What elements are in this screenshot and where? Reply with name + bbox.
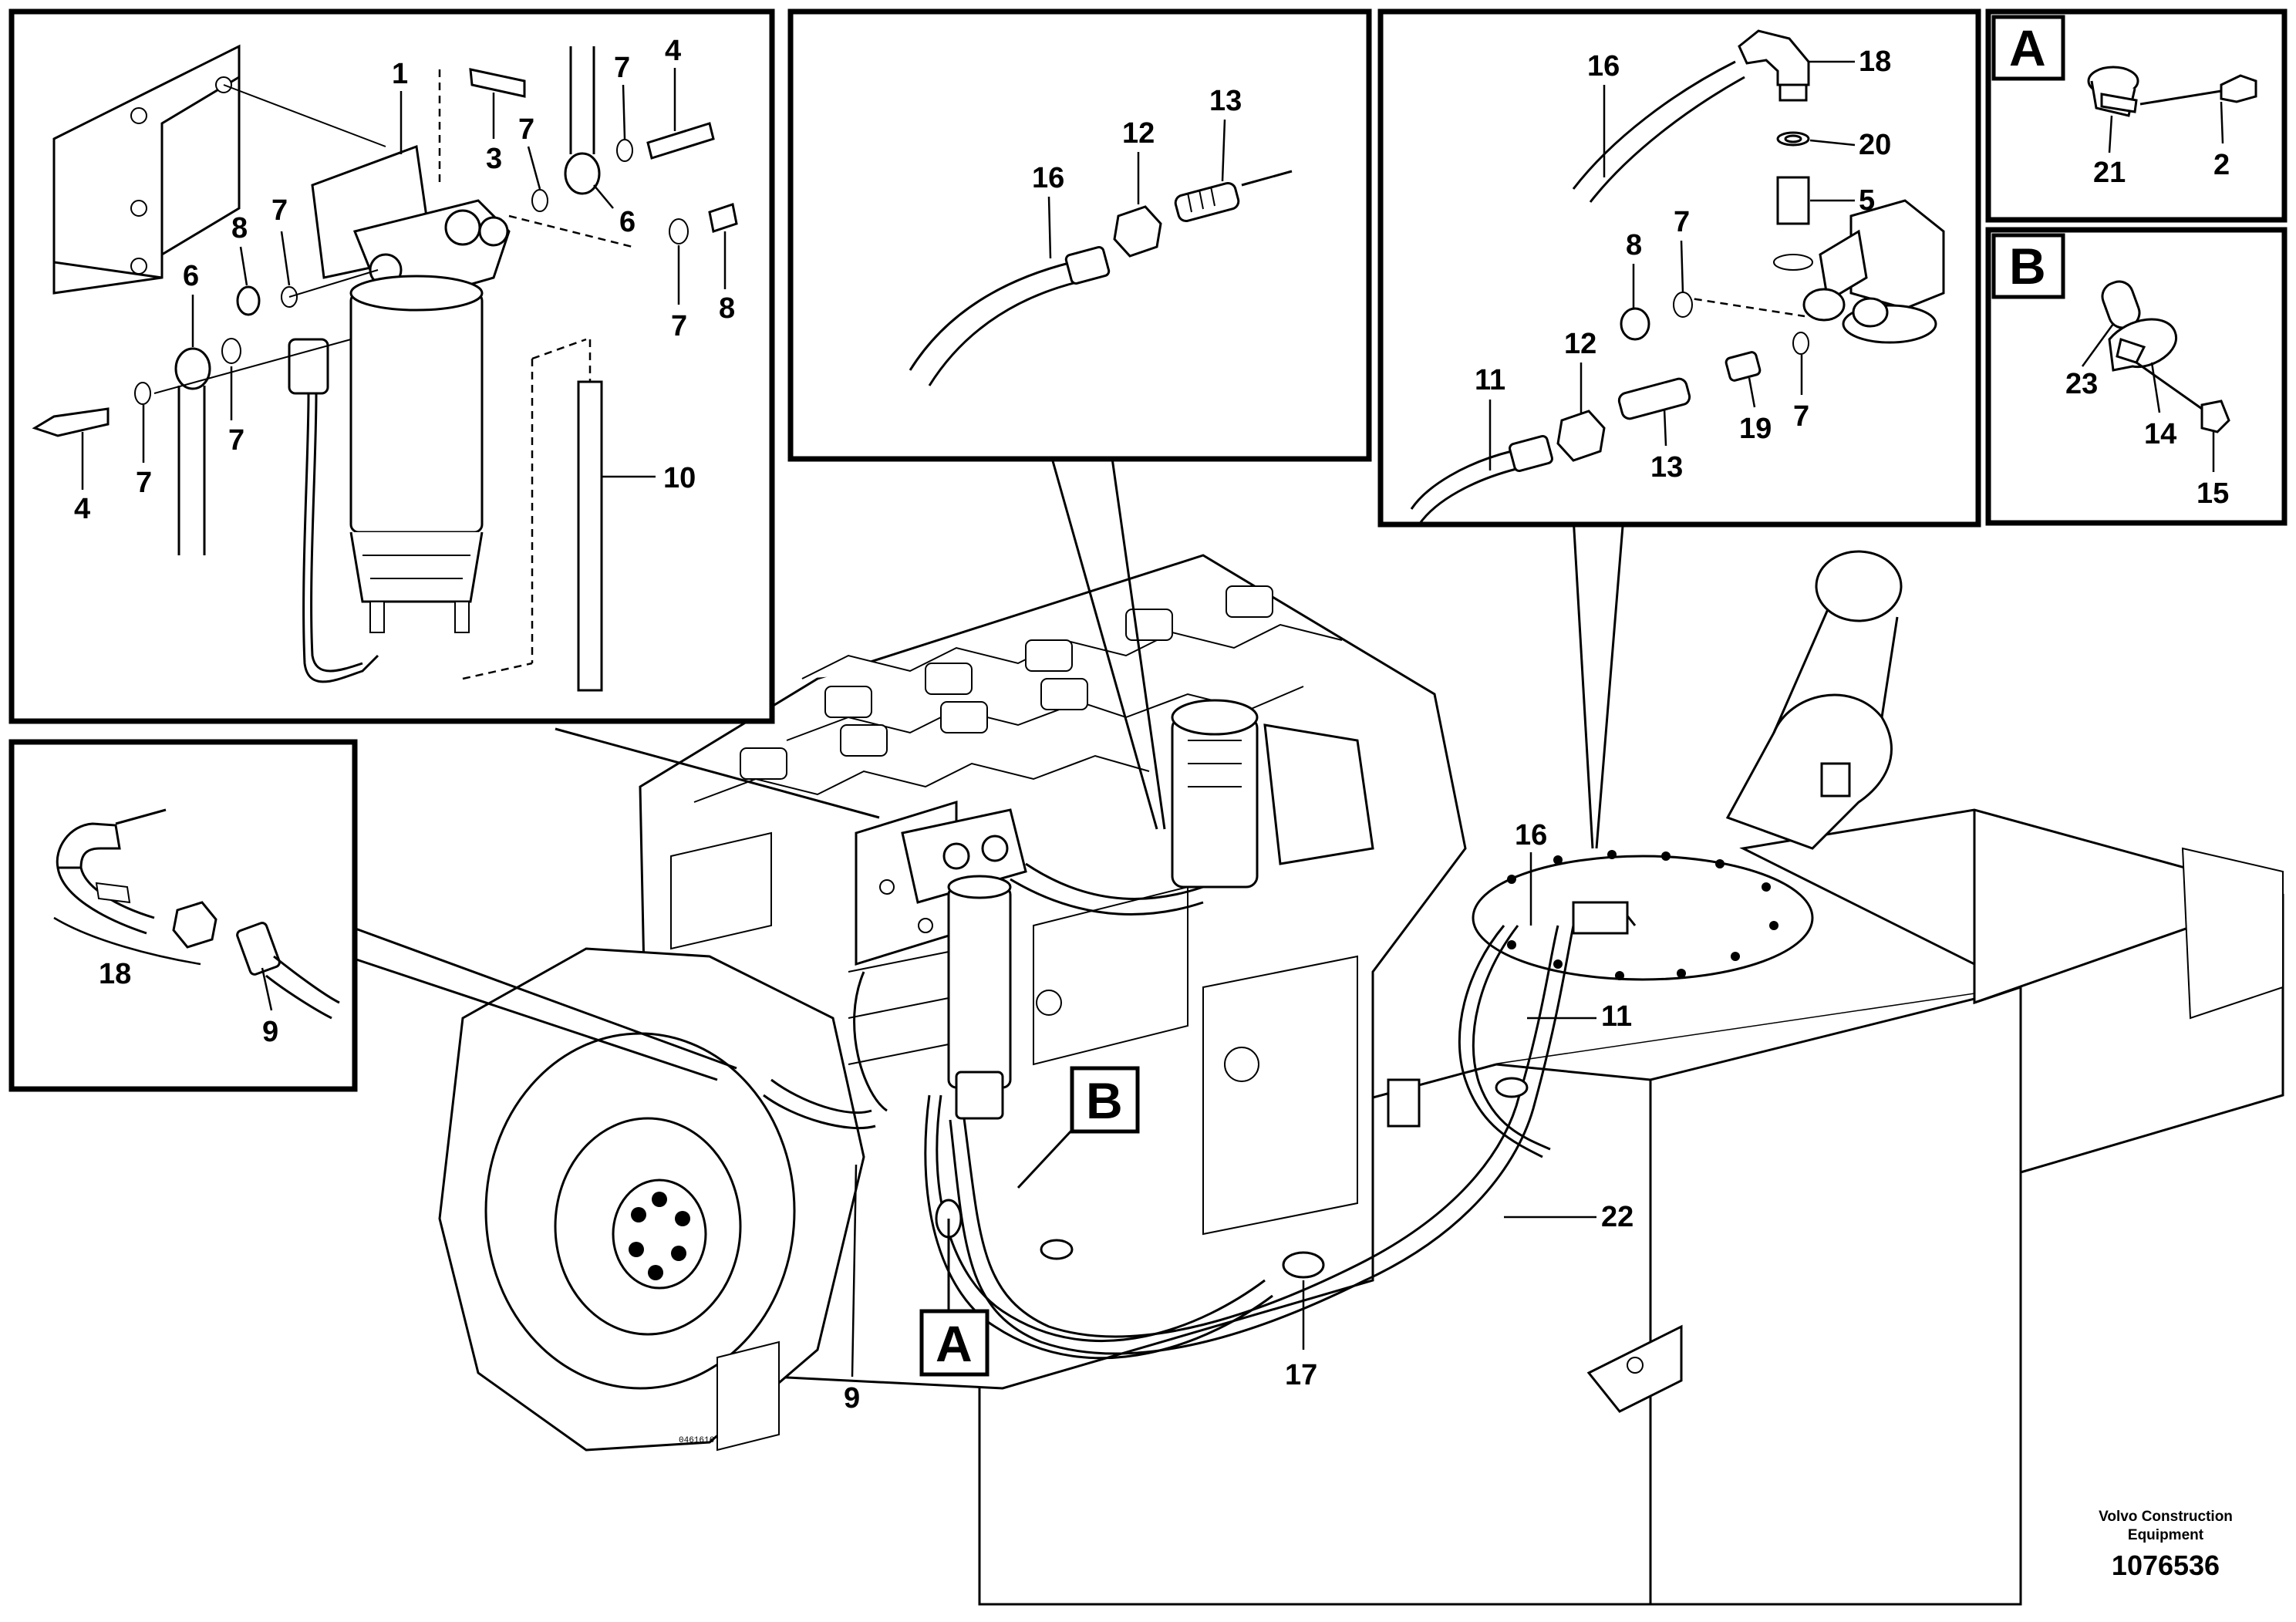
callout-tank-16: 16 xyxy=(1587,50,1620,83)
detail-box-a: A 21 2 xyxy=(1985,8,2288,223)
callout-tank-7a: 7 xyxy=(1674,206,1690,238)
callout-b-14: 14 xyxy=(2144,418,2176,450)
callout-tank-7b: 7 xyxy=(1793,400,1809,433)
company-line1: Volvo Construction xyxy=(2099,1509,2233,1525)
detail-box-b: B 23 14 15 xyxy=(1985,227,2288,526)
callout-filter-7e: 7 xyxy=(671,310,687,342)
callout-elbow-9: 9 xyxy=(262,1016,278,1048)
detail-box-elbow: 18 9 xyxy=(8,739,737,1092)
callout-main-17: 17 xyxy=(1285,1359,1317,1391)
engine-fuel-filter xyxy=(855,800,1027,1120)
callout-filter-10: 10 xyxy=(663,462,696,494)
marker-b-label: B xyxy=(1086,1072,1123,1129)
drawing-number: 1076536 xyxy=(2112,1549,2220,1581)
callout-main-9: 9 xyxy=(844,1382,860,1415)
callout-filter-1: 1 xyxy=(392,58,408,90)
callout-tank-8: 8 xyxy=(1626,229,1642,261)
callout-filter-6b: 6 xyxy=(183,260,199,292)
detail-box-fitting: 16 12 13 xyxy=(787,8,1372,830)
callout-filter-7b: 7 xyxy=(614,52,630,84)
company-line2: Equipment xyxy=(2128,1527,2204,1543)
callout-elbow-18: 18 xyxy=(99,958,131,990)
callout-filter-8b: 8 xyxy=(719,292,735,325)
callout-filter-3: 3 xyxy=(486,143,502,175)
main-assembly: 0461616 xyxy=(438,550,2284,1606)
callout-filter-7f: 7 xyxy=(136,467,152,499)
callout-a-21: 21 xyxy=(2093,157,2126,189)
callout-tank-20: 20 xyxy=(1859,129,1891,161)
flywheel-housing: 0461616 xyxy=(438,947,865,1452)
detail-box-tank: 16 18 20 5 8 7 11 12 13 19 7 xyxy=(1377,8,1981,849)
callout-fitting-12: 12 xyxy=(1122,117,1155,150)
footer: Volvo Construction Equipment 1076536 xyxy=(2099,1509,2233,1581)
callout-b-23: 23 xyxy=(2065,368,2098,400)
detail-b-title: B xyxy=(2009,238,2046,295)
callout-fitting-13: 13 xyxy=(1209,85,1242,117)
serial-mark: 0461616 xyxy=(679,1436,714,1445)
callout-filter-4b: 4 xyxy=(74,493,90,525)
fuel-hoses xyxy=(763,862,1637,1360)
callout-fitting-16: 16 xyxy=(1032,162,1064,194)
callout-main-11: 11 xyxy=(1601,1000,1632,1033)
callout-tank-18: 18 xyxy=(1859,46,1891,78)
callout-tank-11: 11 xyxy=(1475,364,1505,396)
callout-tank-12: 12 xyxy=(1564,328,1596,360)
detail-a-title: A xyxy=(2009,19,2046,76)
callout-filter-7a: 7 xyxy=(518,113,534,146)
callout-filter-7c: 7 xyxy=(271,194,288,227)
callout-main-22: 22 xyxy=(1601,1201,1633,1233)
main-detail-marker-b: B xyxy=(1017,1066,1140,1189)
callout-filter-7d: 7 xyxy=(228,424,244,457)
main-callouts: 16 11 22 17 9 xyxy=(844,819,1633,1415)
marker-a-label: A xyxy=(936,1315,973,1372)
callout-tank-13: 13 xyxy=(1650,451,1683,484)
callout-b-15: 15 xyxy=(2197,477,2229,510)
callout-main-16: 16 xyxy=(1515,819,1547,851)
callout-a-2: 2 xyxy=(2213,149,2230,181)
main-detail-marker-a: A xyxy=(919,1219,990,1377)
callout-filter-6a: 6 xyxy=(619,206,636,238)
callout-filter-8a: 8 xyxy=(231,212,248,244)
detail-box-filter: 1 3 7 4 7 6 7 8 6 7 8 7 4 7 10 xyxy=(8,8,880,819)
callout-tank-5: 5 xyxy=(1859,184,1875,217)
callout-tank-19: 19 xyxy=(1739,413,1772,445)
callout-filter-4a: 4 xyxy=(665,35,681,67)
